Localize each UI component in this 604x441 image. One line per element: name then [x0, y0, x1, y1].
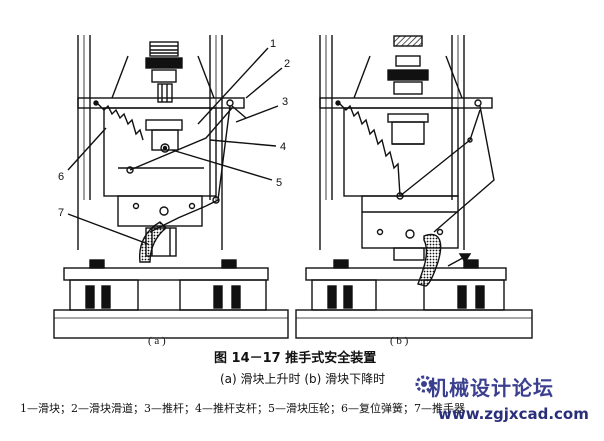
panel-b — [295, 35, 533, 339]
gear-logo-icon — [415, 375, 433, 393]
panel-a-label: ( a ) — [148, 335, 166, 347]
callout-1: 1 — [270, 38, 276, 50]
callout-5: 5 — [276, 177, 282, 189]
figure-subtitle: (a) 滑块上升时 (b) 滑块下降时 — [220, 372, 386, 386]
callout-4: 4 — [280, 141, 286, 153]
callout-7: 7 — [58, 207, 64, 219]
watermark-url: www.zgjxcad.com — [438, 405, 589, 423]
watermark-name: 机械设计论坛 — [428, 376, 554, 400]
figure-title: 图 14－17 推手式安全装置 — [214, 351, 377, 366]
callout-2: 2 — [284, 58, 290, 70]
figure-legend: 1—滑块；2—滑块滑道；3—推杆；4—推杆支杆；5—滑块压轮；6—复位弹簧；7—… — [20, 402, 465, 415]
panel-b-label: ( b ) — [390, 335, 409, 347]
callout-labels: 1 2 3 4 5 6 7 — [58, 38, 290, 219]
callout-3: 3 — [282, 96, 288, 108]
panel-a — [53, 35, 289, 339]
callout-6: 6 — [58, 171, 64, 183]
